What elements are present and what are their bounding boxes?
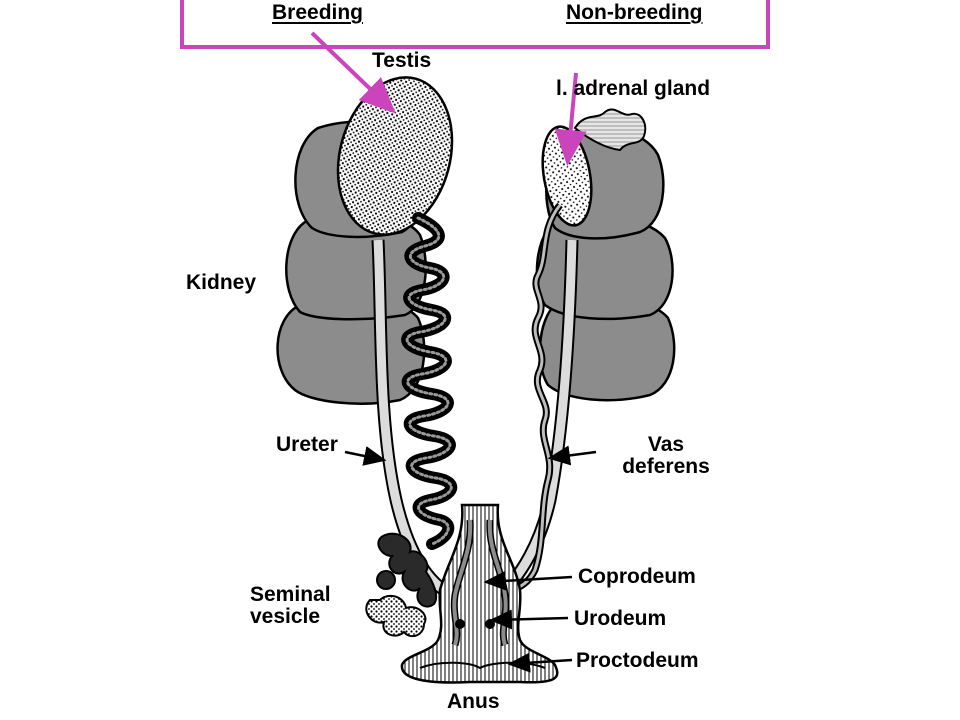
kidney-label: Kidney — [186, 271, 257, 294]
anus-label: Anus — [447, 690, 500, 713]
header-frame — [180, 0, 770, 49]
breeding-label: Breeding — [272, 1, 364, 24]
coprodeum-label: Coprodeum — [578, 565, 696, 588]
coprodeum-arrow — [483, 570, 573, 591]
vas-deferens-arrow — [547, 445, 597, 466]
ureter-label: Ureter — [276, 433, 338, 456]
seminal-vesicle-shape — [365, 532, 438, 638]
ureter-arrow — [344, 446, 387, 466]
proctodeum-label: Proctodeum — [576, 649, 699, 672]
adrenal-gland-shape — [573, 108, 647, 152]
non-breeding-pointer-arrow — [554, 72, 587, 166]
testis-breeding — [336, 76, 454, 236]
non-breeding-label: Non-breeding — [566, 1, 703, 24]
seminal-vesicle-label: Seminal vesicle — [250, 583, 331, 628]
vas-deferens-label: Vas deferens — [622, 433, 710, 478]
urodeum-label: Urodeum — [574, 607, 667, 630]
testis-label: Testis — [372, 49, 432, 72]
breeding-pointer-arrow — [310, 31, 396, 114]
adrenal-gland-label: l. adrenal gland — [556, 77, 711, 100]
urodeum-arrow — [489, 609, 569, 630]
proctodeum-arrow — [507, 652, 573, 673]
